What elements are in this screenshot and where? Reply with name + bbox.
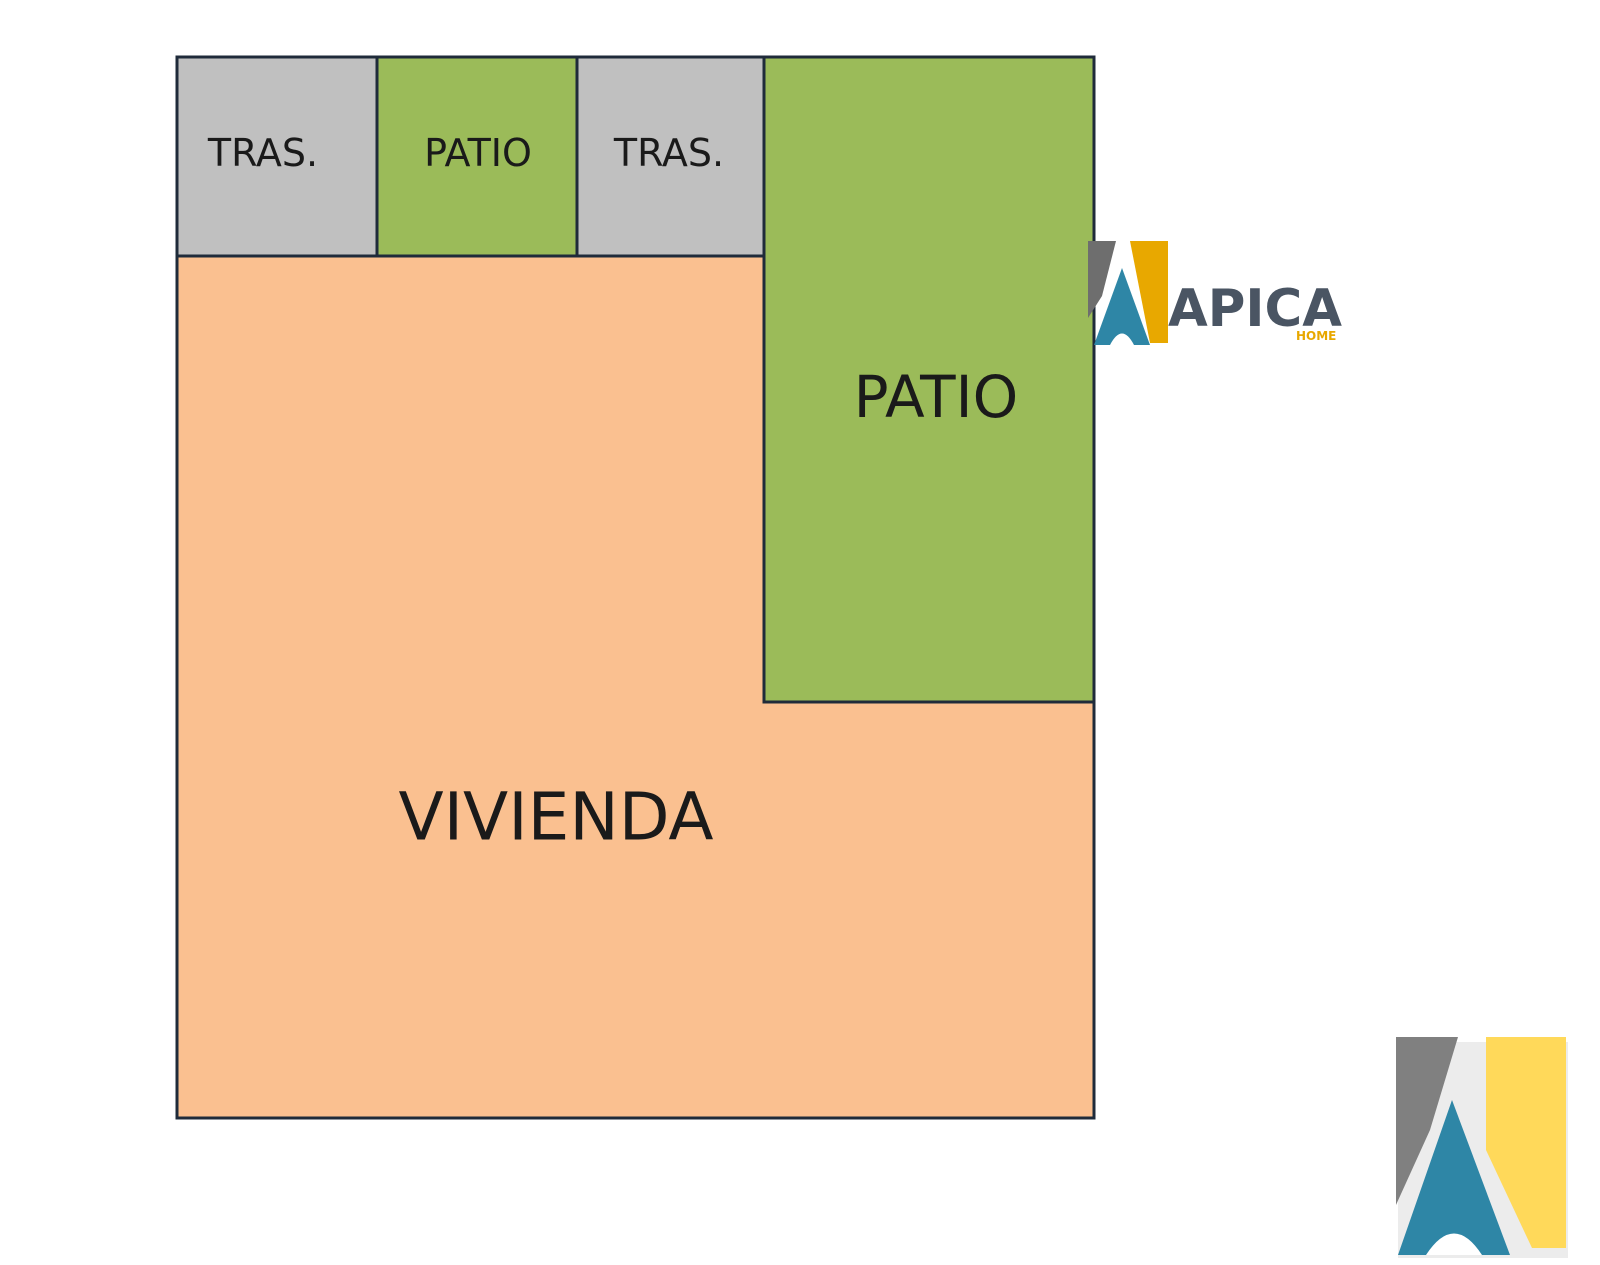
plan-outline xyxy=(175,55,1096,1120)
label-vivienda: VIVIENDA xyxy=(398,779,713,856)
label-patio-small: PATIO xyxy=(424,131,532,175)
logo-sub: HOME xyxy=(1296,329,1336,343)
room-tras-1 xyxy=(175,55,379,258)
label-tras-2: TRAS. xyxy=(613,131,724,175)
apica-home-logo: APICA HOME xyxy=(1088,241,1342,345)
apica-watermark-logo xyxy=(1396,1037,1568,1258)
room-tras-2 xyxy=(575,55,766,258)
label-patio-large: PATIO xyxy=(854,363,1019,431)
label-tras-1: TRAS. xyxy=(207,131,318,175)
room-patio-large xyxy=(762,55,1096,704)
logo-name: APICA xyxy=(1168,279,1342,339)
